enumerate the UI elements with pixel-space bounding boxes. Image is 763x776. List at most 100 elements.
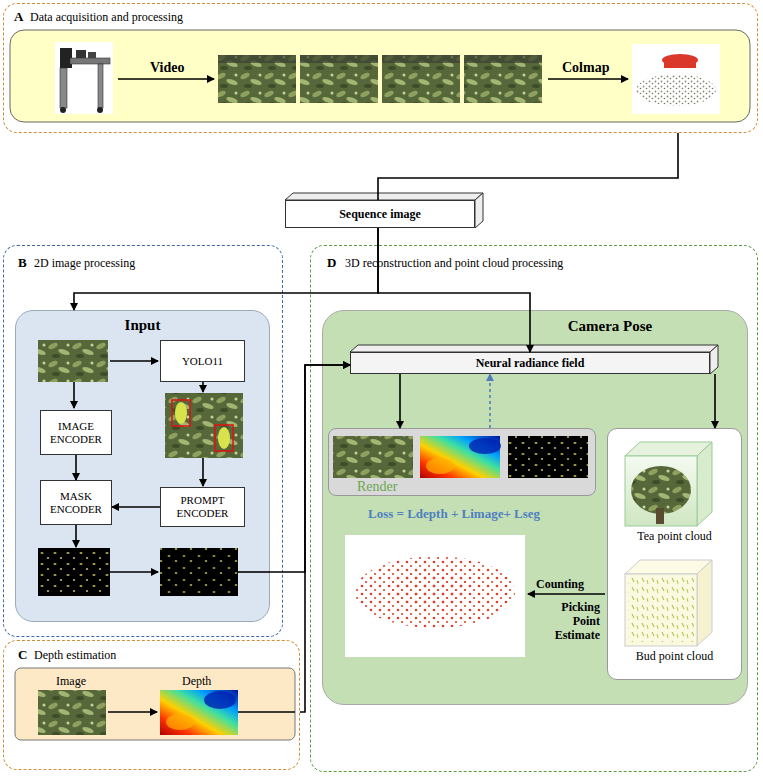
flow-arrow	[202, 382, 204, 392]
connector	[399, 374, 401, 428]
field-photo	[300, 55, 378, 103]
detection-picture	[165, 393, 243, 458]
panel: AData acquisition and processing	[3, 3, 758, 133]
process-box: IMAGE ENCODER	[40, 410, 112, 455]
flow-arrow	[238, 711, 295, 713]
flow-arrow	[110, 571, 158, 573]
flow-arrow	[110, 360, 158, 362]
point-cloud-picture	[664, 60, 696, 68]
box-label: Render	[357, 479, 397, 495]
depth-picture	[469, 438, 501, 454]
scatter-plot	[355, 556, 515, 628]
box-face	[475, 193, 483, 228]
bud-cube	[697, 560, 712, 646]
connector	[112, 506, 160, 508]
robot-picture	[60, 68, 67, 108]
field-photo	[300, 55, 378, 63]
box-label: MASK ENCODER	[41, 490, 111, 516]
connector	[75, 455, 77, 480]
point-cloud-picture	[632, 44, 720, 114]
field-photo	[38, 690, 106, 735]
field-photo	[218, 55, 296, 103]
panel: CDepth estimation	[3, 640, 300, 770]
detection-picture	[172, 400, 190, 426]
connector	[74, 228, 378, 310]
connector	[489, 374, 491, 428]
bud-cube	[625, 574, 697, 646]
inner-band	[15, 668, 295, 740]
mask-picture	[160, 548, 238, 596]
mask-picture	[38, 436, 588, 596]
robot-picture	[97, 107, 103, 113]
point-cloud-picture	[662, 54, 698, 66]
depth-picture	[204, 691, 236, 709]
scatter-plot	[390, 570, 470, 606]
loss-formula: Loss = Ldepth + Limage+ Lseg	[368, 506, 540, 522]
image-caption: Depth	[182, 674, 211, 689]
tea-cube	[697, 442, 712, 526]
box-face	[285, 193, 718, 374]
box-face	[285, 193, 483, 200]
detection-picture	[215, 425, 233, 451]
flow-arrow	[238, 571, 270, 573]
field-photo	[382, 55, 460, 103]
tea-cube	[625, 456, 697, 526]
group-title: Input	[16, 317, 269, 334]
detection-picture	[165, 393, 243, 458]
detection-picture	[218, 427, 230, 449]
render-box: Render	[328, 428, 596, 496]
arrow-label: Colmap	[562, 60, 609, 76]
tea-cube	[631, 466, 691, 514]
flow-arrow	[73, 382, 75, 408]
tea-cube	[656, 508, 664, 524]
panel-title: 2D image processing	[34, 256, 135, 271]
group-box: InputYOLO11IMAGE ENCODER MASK ENCODER PROM…	[15, 310, 270, 622]
robot-picture	[70, 58, 110, 64]
flow-arrow	[528, 593, 605, 595]
flow-arrow	[74, 79, 628, 712]
process-box: PROMPT ENCODER	[160, 487, 245, 527]
tea-cube	[625, 442, 712, 456]
connector	[300, 365, 350, 712]
field-photo	[218, 55, 296, 63]
panel: B2D image processingInputYOLO11IMAGE ENC…	[3, 245, 283, 637]
flow-arrow	[108, 711, 157, 713]
box-label: PROMPT ENCODER	[161, 494, 244, 520]
mask-picture	[508, 436, 588, 478]
panel-title: Data acquisition and processing	[30, 10, 183, 25]
connector	[270, 365, 350, 572]
panel-title: 3D reconstruction and point cloud proces…	[345, 256, 563, 271]
detection-picture	[175, 402, 187, 424]
robot-picture	[60, 107, 66, 113]
point-cloud-picture	[632, 44, 720, 114]
field-photo	[38, 55, 542, 735]
depth-picture	[166, 714, 194, 730]
arrow-label: Picking Point Estimate	[534, 600, 600, 642]
arrow-label: Video	[150, 60, 184, 76]
group-title: Camera Pose	[473, 318, 747, 335]
field-photo	[382, 55, 460, 63]
flow-arrow	[548, 78, 628, 80]
box-face	[710, 345, 718, 374]
box-face	[350, 345, 718, 352]
robot-picture	[88, 52, 96, 58]
flow-arrow	[118, 78, 214, 80]
field-photo	[464, 55, 542, 103]
panel-title: Depth estimation	[34, 648, 116, 663]
bud-cube	[628, 578, 694, 642]
depth-picture	[426, 458, 454, 474]
tea-cube	[625, 442, 712, 526]
panel-letter: D	[327, 255, 336, 271]
process-box: Sequence image	[285, 200, 475, 228]
connector	[714, 374, 716, 428]
robot-picture	[55, 42, 113, 114]
mask-picture	[38, 548, 110, 596]
box-label: YOLO11	[182, 355, 223, 368]
inner-band	[10, 30, 750, 740]
field-photo	[464, 55, 542, 63]
connector	[378, 133, 678, 200]
image-caption: Image	[56, 674, 86, 689]
